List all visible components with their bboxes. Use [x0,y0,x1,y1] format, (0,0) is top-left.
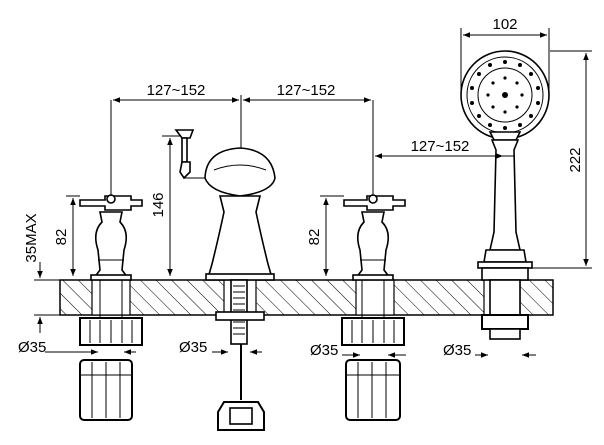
dimension-deck-thickness: 35MAX [23,213,60,333]
handshower [460,50,550,340]
handshower-width-label: 102 [492,16,517,33]
dimension-handshower-height: 222 [532,50,592,269]
dimension-spacing-right: 127~152 [375,138,503,159]
deck-plate [59,279,554,316]
hole-3-label: Ø35 [310,342,338,359]
dimension-right-handle-height: 82 [306,195,344,276]
spacing-right-label: 127~152 [411,138,470,155]
dimension-spout-height: 146 [150,135,180,276]
deck-thickness-label: 35MAX [23,213,40,262]
right-handle-height-label: 82 [306,229,323,246]
spacing-left-label: 127~152 [147,82,206,99]
spout-height-label: 146 [150,192,167,217]
dimension-spacing-left: 127~152 [110,82,242,196]
dimension-hole-3: Ø35 [310,342,406,359]
dimension-spacing-middle: 127~152 [243,82,374,196]
left-handle-height-label: 82 [53,229,70,246]
dimension-hole-1: Ø35 [18,339,136,356]
hole-4-label: Ø35 [443,342,471,359]
hole-1-label: Ø35 [18,339,46,356]
dimension-hole-4: Ø35 [443,342,536,359]
spacing-middle-label: 127~152 [277,82,336,99]
right-cross-handle-valve [341,194,406,421]
shower-nozzles [470,60,540,130]
left-cross-handle-valve [79,194,143,421]
center-spout [174,129,276,431]
dimension-hole-2: Ø35 [179,339,262,356]
dimension-handshower-width: 102 [460,16,550,90]
handshower-height-label: 222 [567,147,584,172]
hole-2-label: Ø35 [179,339,207,356]
dimension-left-handle-height: 82 [53,195,80,276]
